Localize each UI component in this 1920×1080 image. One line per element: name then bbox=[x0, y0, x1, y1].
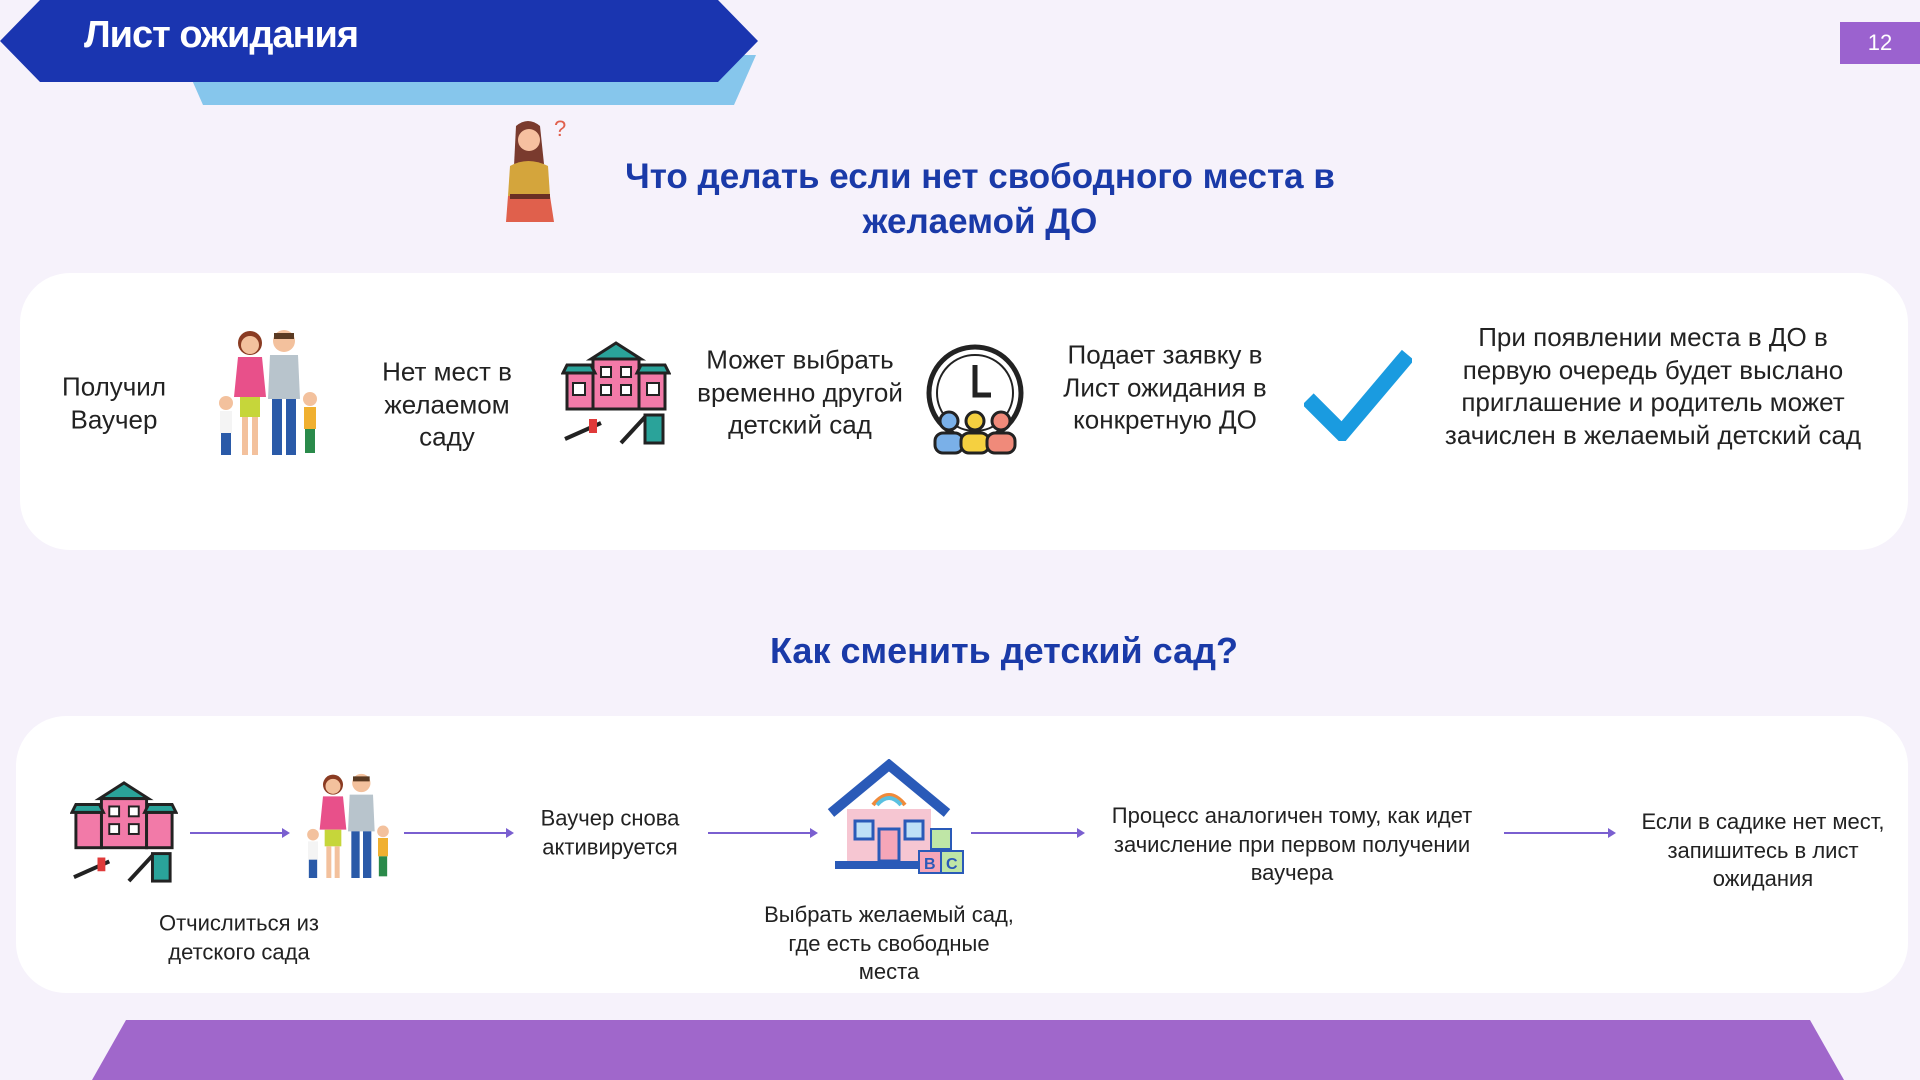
clock-queue-icon bbox=[926, 344, 1024, 455]
kindergarten-icon bbox=[561, 341, 671, 445]
step-text: зачисление при первом получении bbox=[1113, 831, 1471, 857]
flow-arrow bbox=[1504, 828, 1616, 838]
step-text: запишитесь в лист bbox=[1667, 837, 1859, 863]
kindergarten-house-icon: B C bbox=[827, 759, 964, 874]
thinking-woman-icon: ? bbox=[506, 116, 566, 222]
step-text: Процесс аналогичен тому, как идет bbox=[1111, 803, 1473, 829]
checkmark-icon bbox=[1304, 349, 1412, 441]
step-text: Лист ожидания в bbox=[1063, 371, 1267, 402]
step-text: Отчислиться из bbox=[158, 910, 320, 936]
flow-arrow bbox=[708, 828, 818, 838]
family-icon bbox=[219, 330, 317, 455]
step-invitation: При появлении места в ДО в первую очеред… bbox=[1445, 321, 1861, 451]
page-title: Лист ожидания bbox=[84, 14, 359, 56]
step-text: ожидания bbox=[1712, 866, 1814, 892]
step-text: Если в садике нет мест, bbox=[1641, 809, 1885, 835]
flow-arrow bbox=[971, 828, 1085, 838]
step-text: саду bbox=[419, 421, 475, 452]
section1-heading: Что делать если нет свободного места в ж… bbox=[480, 154, 1480, 244]
svg-text:C: C bbox=[946, 856, 958, 873]
footer-band bbox=[92, 1020, 1844, 1080]
section2-heading: Как сменить детский сад? bbox=[770, 630, 1238, 671]
step-voucher-reactivated: Ваучер снова активируется bbox=[541, 804, 680, 861]
step-text: Может выбрать bbox=[706, 344, 894, 375]
step-text: Подает заявку в bbox=[1067, 339, 1263, 370]
step-text: Ваучер снова bbox=[540, 805, 680, 831]
step-text: Ваучер bbox=[70, 404, 158, 434]
step-choose-temporary: Может выбрать временно другой детский са… bbox=[697, 343, 903, 441]
step-text: детский сад bbox=[728, 409, 872, 440]
step-text: Нет мест в bbox=[382, 356, 512, 387]
step-choose-kindergarten: Выбрать желаемый сад, где есть свободные… bbox=[764, 901, 1014, 987]
step-text: ваучера bbox=[1250, 860, 1334, 886]
header-banner bbox=[0, 0, 758, 82]
step-text: детского сада bbox=[168, 939, 310, 964]
step-text: конкретную ДО bbox=[1073, 404, 1257, 435]
flow-arrow bbox=[190, 828, 290, 838]
family-icon bbox=[307, 773, 389, 878]
step-text: где есть свободные bbox=[788, 930, 990, 956]
step-apply-waitlist: Подает заявку в Лист ожидания в конкретн… bbox=[1063, 338, 1266, 436]
step-same-process: Процесс аналогичен тому, как идет зачисл… bbox=[1112, 802, 1472, 888]
step-no-places: Нет мест в желаемом саду bbox=[382, 355, 512, 453]
kindergarten-icon bbox=[70, 781, 178, 883]
page-number: 12 bbox=[1840, 22, 1920, 64]
step-text: приглашение и родитель может bbox=[1461, 387, 1845, 417]
step-text: временно другой bbox=[697, 376, 903, 407]
step-text: При появлении места в ДО в bbox=[1478, 322, 1828, 352]
flow-arrow bbox=[404, 828, 514, 838]
step-join-waitlist: Если в садике нет мест, запишитесь в лис… bbox=[1642, 808, 1885, 894]
step-text: активируется bbox=[542, 834, 678, 859]
step-text: первую очередь будет выслано bbox=[1462, 354, 1844, 385]
svg-text:B: B bbox=[924, 856, 936, 873]
step-text: желаемом bbox=[384, 388, 510, 419]
step-unenroll: Отчислиться из детского сада bbox=[159, 909, 319, 966]
step-text: зачислен в желаемый детский сад bbox=[1444, 419, 1862, 450]
step-text: Выбрать желаемый сад, bbox=[764, 902, 1014, 928]
step-text: Получил bbox=[62, 371, 166, 402]
svg-text:?: ? bbox=[554, 116, 566, 141]
step-received-voucher: Получил Ваучер bbox=[62, 371, 166, 436]
section1-heading-line: желаемой ДО bbox=[862, 202, 1098, 241]
section1-heading-line: Что делать если нет свободного места в bbox=[625, 157, 1335, 196]
step-text: места bbox=[858, 959, 920, 985]
